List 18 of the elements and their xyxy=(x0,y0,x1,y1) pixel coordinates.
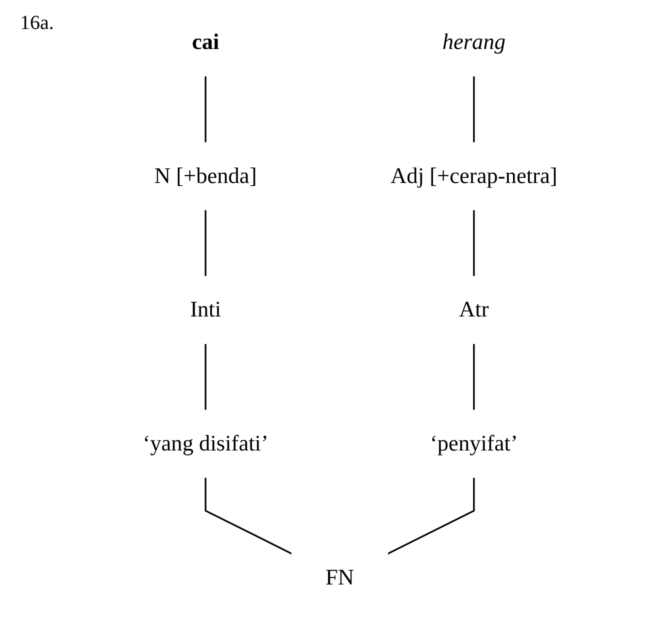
connector xyxy=(387,477,475,555)
node-text: Atr xyxy=(459,298,489,322)
example-number: 16a. xyxy=(20,12,54,35)
node-text: ‘penyifat’ xyxy=(430,432,518,456)
node-text: N [+benda] xyxy=(154,164,257,188)
connector xyxy=(473,210,475,277)
connector xyxy=(204,76,206,143)
node-text: cai xyxy=(192,30,220,55)
node-text: FN xyxy=(325,565,354,590)
connector xyxy=(204,210,206,277)
node-text: Adj [+cerap-netra] xyxy=(390,164,558,188)
connector xyxy=(204,477,292,555)
node-text: herang xyxy=(442,30,506,55)
connector xyxy=(204,343,206,410)
node-text: Inti xyxy=(190,298,222,322)
node-text: ‘yang disifati’ xyxy=(142,432,268,456)
connector xyxy=(473,76,475,143)
connector xyxy=(473,343,475,410)
